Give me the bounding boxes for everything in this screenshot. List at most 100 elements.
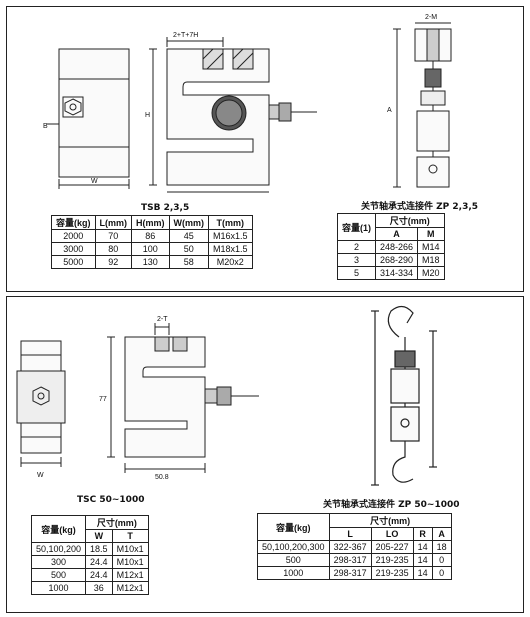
header-cell: 尺寸(mm) <box>85 515 149 530</box>
table-cell: M10x1 <box>111 542 149 556</box>
table-cell: 80 <box>94 242 132 256</box>
table-cell: 1000 <box>257 566 330 580</box>
table-row: 3000 80 100 50 M18x1.5 <box>51 242 253 256</box>
header-cell: 容量(kg) <box>51 215 96 230</box>
table-header-row: 容量(kg) 尺寸(mm) <box>30 515 149 543</box>
header-cell: L <box>328 527 372 541</box>
dim-h-label: H <box>145 112 150 119</box>
header-cell: L(mm) <box>94 215 132 230</box>
table-cell: 50,100,200 <box>30 542 87 556</box>
table-cell: 500 <box>257 553 330 567</box>
header-cell: T <box>111 529 149 543</box>
table-cell: 322-367 <box>328 540 372 554</box>
dim-w-label: W <box>91 178 98 185</box>
table-cell: 205-227 <box>370 540 414 554</box>
table-row: 5 314-334 M20 <box>337 266 445 280</box>
header-cell: 容量(kg) <box>257 513 330 541</box>
tsc-front-view <box>107 323 259 473</box>
table-row: 2 248-266 M14 <box>337 240 445 254</box>
header-cell: T(mm) <box>208 215 253 230</box>
tsb-side-view <box>47 48 130 189</box>
table-cell: 314-334 <box>374 266 419 280</box>
dim-width-label: 50.8 <box>155 474 169 481</box>
table-cell: 2 <box>337 240 376 254</box>
tsb-front-view <box>149 37 317 193</box>
table-cell: 130 <box>131 255 170 269</box>
header-cell: W(mm) <box>168 215 209 230</box>
table-row: 3 268-290 M18 <box>337 253 445 267</box>
table-cell: 70 <box>94 229 132 243</box>
table-cell: 45 <box>168 229 209 243</box>
tsb-caption: TSB 2,3,5 <box>141 203 190 213</box>
table-cell: 268-290 <box>374 253 419 267</box>
tsc-caption: TSC 50~1000 <box>77 495 145 505</box>
table-cell: 18 <box>431 540 452 554</box>
zp-top-caption: 关节轴承式连接件 ZP 2,3,5 <box>361 202 479 212</box>
table-cell: 14 <box>412 566 433 580</box>
header-cell: 容量(kg) <box>30 515 87 543</box>
table-cell: 1000 <box>30 581 87 595</box>
table-cell: M10x1 <box>111 555 149 569</box>
dim-w-label: W <box>37 472 44 479</box>
table-cell: M12x1 <box>111 568 149 582</box>
table-cell: M14 <box>417 240 445 254</box>
table-cell: 50 <box>168 242 209 256</box>
dim-height-label: 77 <box>99 396 107 403</box>
header-cell: LO <box>370 527 414 541</box>
dim-2t-label: 2-T <box>157 316 168 323</box>
tsb-spec-table: 容量(kg) L(mm) H(mm) W(mm) T(mm) 2000 70 8… <box>51 215 253 269</box>
table-cell: 2000 <box>51 229 96 243</box>
dim-top-label: 2+T+7H <box>173 32 198 39</box>
table-cell: 219-235 <box>370 553 414 567</box>
table-cell: 219-235 <box>370 566 414 580</box>
table-cell: 300 <box>30 555 87 569</box>
header-cell: A <box>374 227 419 241</box>
table-row: 2000 70 86 45 M16x1.5 <box>51 229 253 243</box>
tsb-drawings: B W 2+T+7H H <box>43 14 452 193</box>
header-cell: A <box>431 527 452 541</box>
table-cell: 24.4 <box>85 555 113 569</box>
table-cell: M20x2 <box>208 255 253 269</box>
tsb-panel: B W 2+T+7H H <box>6 6 524 292</box>
table-cell: 298-317 <box>328 566 372 580</box>
table-row: 300 24.4 M10x1 <box>30 555 149 569</box>
table-cell: 5 <box>337 266 376 280</box>
table-row: 500 24.4 M12x1 <box>30 568 149 582</box>
table-header-row: A M <box>338 227 445 241</box>
table-cell: M16x1.5 <box>208 229 253 243</box>
table-cell: 14 <box>412 540 433 554</box>
header-cell: H(mm) <box>131 215 170 230</box>
table-cell: 0 <box>431 553 452 567</box>
header-cell: W <box>85 529 113 543</box>
table-cell: 36 <box>85 581 113 595</box>
dim-2m-label: 2-M <box>425 14 437 21</box>
table-row: 1000 36 M12x1 <box>30 581 149 595</box>
tsc-drawings: W 2-T 77 50.8 <box>16 305 437 486</box>
table-cell: 500 <box>30 568 87 582</box>
table-cell: 58 <box>168 255 209 269</box>
header-cell: 尺寸(mm) <box>375 213 445 228</box>
table-row: 50,100,200,300 322-367 205-227 14 18 <box>257 540 452 554</box>
zp-bottom-spec-table: 容量(kg) 尺寸(mm) L LO R A 50,100,200,300 32… <box>257 513 452 580</box>
zp-top-spec-table: 容量(1) 尺寸(mm) A M 2 248-266 M14 3 268-290… <box>337 213 445 280</box>
zp-hook-view <box>371 305 437 486</box>
table-header-row: 容量(kg) 尺寸(mm) <box>257 513 452 541</box>
table-cell: M18 <box>417 253 445 267</box>
table-cell: M20 <box>417 266 445 280</box>
table-cell: 100 <box>131 242 170 256</box>
table-cell: 92 <box>94 255 132 269</box>
table-cell: 3000 <box>51 242 96 256</box>
dim-b-label: B <box>43 123 48 130</box>
table-cell: 14 <box>412 553 433 567</box>
table-row: 1000 298-317 219-235 14 0 <box>257 566 452 580</box>
table-row: 5000 92 130 58 M20x2 <box>51 255 253 269</box>
table-cell: 24.4 <box>85 568 113 582</box>
table-header-row: L LO R A <box>258 527 452 541</box>
table-cell: 0 <box>431 566 452 580</box>
table-cell: 5000 <box>51 255 96 269</box>
tsc-side-view <box>16 340 66 467</box>
table-cell: 18.5 <box>85 542 113 556</box>
table-cell: 298-317 <box>328 553 372 567</box>
table-cell: 3 <box>337 253 376 267</box>
header-cell: R <box>412 527 433 541</box>
